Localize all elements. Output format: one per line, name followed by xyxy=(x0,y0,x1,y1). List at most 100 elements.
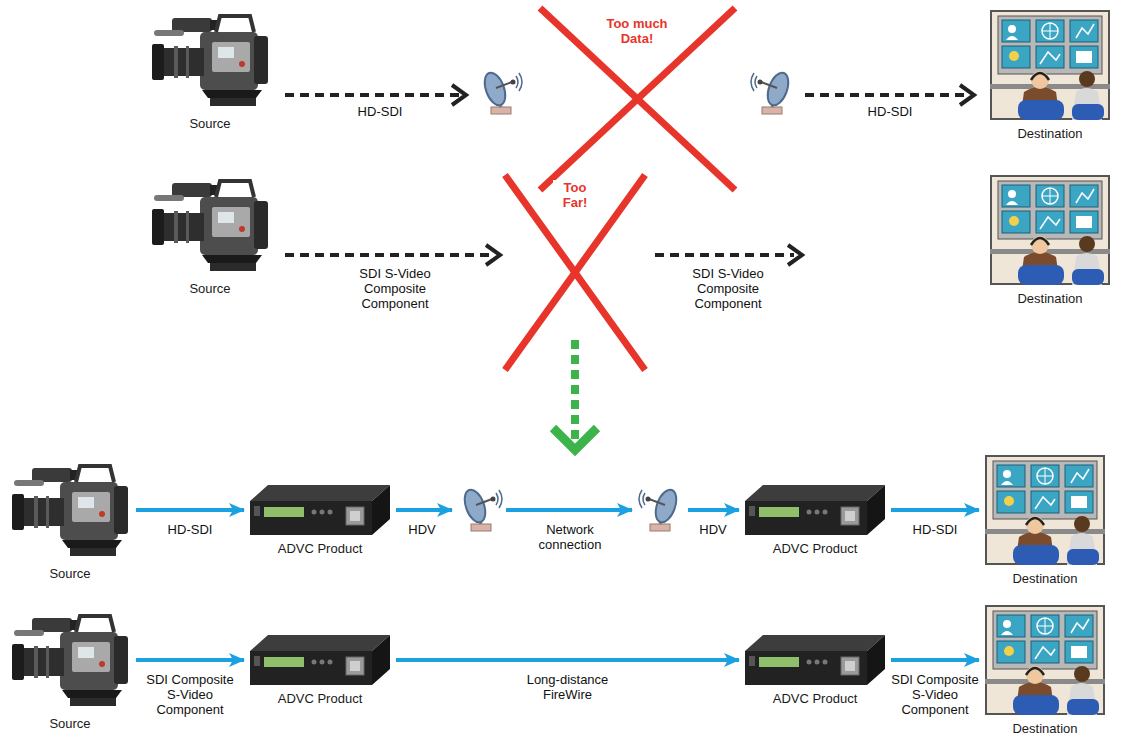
caption: Source xyxy=(150,116,270,131)
signal-arrow xyxy=(396,658,739,662)
camera-illustration xyxy=(12,616,128,706)
caption: Destination xyxy=(985,721,1105,736)
label-anchor: HD-SDI xyxy=(356,104,405,119)
edge-label-anchor: SDI Composite S-Video Component xyxy=(142,672,238,717)
picture-area xyxy=(990,175,1110,285)
satellite-dish xyxy=(751,70,792,114)
edge-label: HD-SDI xyxy=(911,522,960,537)
signal-arrow xyxy=(891,508,979,512)
advc-device-illustration xyxy=(745,635,885,685)
picture-area xyxy=(990,10,1110,120)
advc-product: ADVC Product xyxy=(250,635,390,706)
advc-device-illustration xyxy=(250,485,390,535)
dashed-arrow xyxy=(285,253,492,257)
picture-area xyxy=(150,175,270,275)
control-room-illustration xyxy=(985,606,1105,715)
satellite-dish xyxy=(461,487,502,531)
caption: Source xyxy=(10,566,130,581)
advc-device-illustration xyxy=(745,485,885,535)
caption: ADVC Product xyxy=(250,691,390,706)
control-room-illustration xyxy=(990,176,1110,285)
red-cross xyxy=(540,8,735,190)
picture-area xyxy=(150,10,270,110)
signal-arrow xyxy=(891,658,979,662)
dashed-arrow xyxy=(285,93,460,97)
picture-area xyxy=(985,455,1105,565)
red-cross xyxy=(540,8,735,190)
warning-label: Too Far! xyxy=(553,180,597,210)
connection-label: Network connection xyxy=(528,522,612,552)
caption: Source xyxy=(10,716,130,731)
label-anchor: HDV xyxy=(697,522,728,537)
signal-arrow xyxy=(688,508,739,512)
label-anchor: HD-SDI xyxy=(866,104,915,119)
source-camera: Source xyxy=(150,10,270,131)
destination-room: Destination xyxy=(985,605,1105,736)
satellite-dish xyxy=(481,70,522,114)
satellite-dish xyxy=(639,487,680,531)
advc-product: ADVC Product xyxy=(745,485,885,556)
source-camera: Source xyxy=(10,610,130,731)
label-anchor: Too much Data! xyxy=(600,16,674,46)
edge-label-anchor: HD-SDI xyxy=(911,522,960,537)
signal-arrow xyxy=(506,508,632,512)
control-room-illustration xyxy=(990,11,1110,120)
signal-arrow xyxy=(396,508,452,512)
label-anchor: HDV xyxy=(406,522,437,537)
dashed-arrow xyxy=(655,253,794,257)
signal-label: SDI S-Video Composite Component xyxy=(680,266,776,311)
advc-device-illustration xyxy=(250,635,390,685)
label-anchor: SDI S-Video Composite Component xyxy=(680,266,776,311)
advc-product: ADVC Product xyxy=(745,635,885,706)
caption: Destination xyxy=(990,126,1110,141)
camera-illustration xyxy=(12,466,128,556)
picture-area xyxy=(10,610,130,710)
edge-label: SDI Composite S-Video Component xyxy=(142,672,238,717)
warning-label: Too much Data! xyxy=(600,16,674,46)
caption: Destination xyxy=(985,571,1105,586)
advc-product: ADVC Product xyxy=(250,485,390,556)
source-camera: Source xyxy=(150,175,270,296)
caption: ADVC Product xyxy=(745,691,885,706)
edge-label-anchor: Long-distance FireWire xyxy=(516,672,620,702)
camera-illustration xyxy=(152,181,268,271)
signal-arrow xyxy=(136,508,244,512)
edge-label: SDI Composite S-Video Component xyxy=(887,672,983,717)
signal-label: HD-SDI xyxy=(866,104,915,119)
picture-area xyxy=(250,485,390,535)
label-anchor: Too Far! xyxy=(553,180,597,210)
destination-room: Destination xyxy=(990,175,1110,306)
source-camera: Source xyxy=(10,460,130,581)
caption: ADVC Product xyxy=(250,541,390,556)
arrow-head xyxy=(788,245,802,265)
signal-label: HDV xyxy=(406,522,437,537)
destination-room: Destination xyxy=(990,10,1110,141)
signal-label: SDI S-Video Composite Component xyxy=(347,266,443,311)
camera-illustration xyxy=(152,16,268,106)
arrow-head xyxy=(553,428,597,450)
caption: ADVC Product xyxy=(745,541,885,556)
destination-room: Destination xyxy=(985,455,1105,586)
picture-area xyxy=(745,485,885,535)
edge-label: HD-SDI xyxy=(166,522,215,537)
arrow-head xyxy=(452,85,466,105)
edge-label-anchor: HD-SDI xyxy=(166,522,215,537)
edge-label-anchor: SDI Composite S-Video Component xyxy=(887,672,983,717)
signal-label: HD-SDI xyxy=(356,104,405,119)
arrow-head xyxy=(486,245,500,265)
control-room-illustration xyxy=(985,456,1105,565)
picture-area xyxy=(985,605,1105,715)
signal-label: HDV xyxy=(697,522,728,537)
signal-arrow xyxy=(136,658,244,662)
label-anchor: SDI S-Video Composite Component xyxy=(347,266,443,311)
picture-area xyxy=(10,460,130,560)
arrow-head xyxy=(960,85,974,105)
dashed-arrow xyxy=(805,93,966,97)
label-anchor: Network connection xyxy=(528,522,612,552)
picture-area xyxy=(250,635,390,685)
